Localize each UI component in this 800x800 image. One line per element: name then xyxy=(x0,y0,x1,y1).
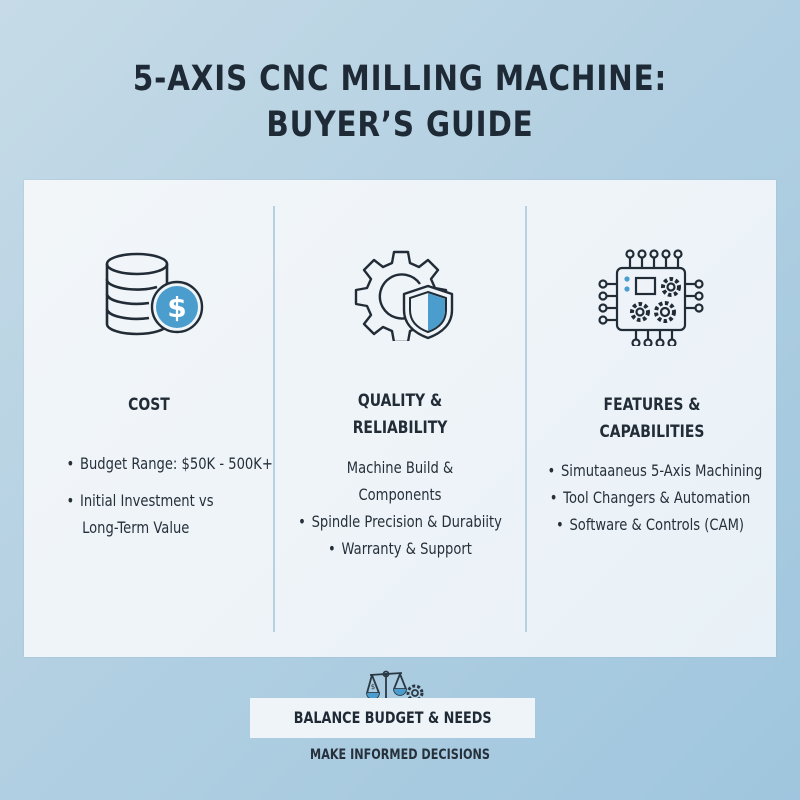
cost-heading: COST xyxy=(128,395,170,415)
column-divider xyxy=(273,206,275,632)
coin-stack-dollar-icon: $ xyxy=(99,246,209,346)
quality-heading-line-2: RELIABILITY xyxy=(352,418,448,438)
circuit-chip-gears-icon xyxy=(592,246,712,351)
guide-card: $ COST Budget Range: $50K - 500K+ Initia… xyxy=(24,180,776,657)
gear-shield-icon xyxy=(350,246,460,346)
balance-banner: BALANCE BUDGET & NEEDS xyxy=(250,698,535,738)
column-divider xyxy=(525,206,527,632)
balance-banner-text: BALANCE BUDGET & NEEDS xyxy=(293,708,492,727)
list-item: Spindle Precision & Durabiity xyxy=(298,508,503,535)
cost-list: Budget Range: $50K - 500K+ Initial Inves… xyxy=(67,450,273,541)
page-title: 5-AXIS CNC MILLING MACHINE: BUYER’S GUID… xyxy=(64,56,736,148)
features-list: Simutaaneus 5-Axis Machining Tool Change… xyxy=(548,457,762,538)
list-item: Software & Controls (CAM) xyxy=(548,511,753,538)
features-heading: FEATURES & CAPABILITIES xyxy=(599,395,705,442)
list-item: Initial Investment vs xyxy=(67,487,272,514)
title-line-2: BUYER’S GUIDE xyxy=(266,105,534,145)
quality-heading-line-1: QUALITY & xyxy=(357,391,443,411)
svg-text:$: $ xyxy=(167,291,186,324)
features-column: FEATURES & CAPABILITIES Simutaaneus 5-Ax… xyxy=(527,180,777,657)
list-item: Components xyxy=(358,485,442,504)
svg-text:$: $ xyxy=(371,683,375,691)
quality-list: Machine Build & Components Spindle Preci… xyxy=(298,454,503,562)
list-item: Machine Build & xyxy=(346,458,454,477)
cost-column: $ COST Budget Range: $50K - 500K+ Initia… xyxy=(24,180,274,657)
list-item: Long-Term Value xyxy=(82,518,190,537)
list-item: Budget Range: $50K - 500K+ xyxy=(67,450,273,477)
subtitle: MAKE INFORMED DECISIONS xyxy=(310,747,490,763)
quality-column: QUALITY & RELIABILITY Machine Build & Co… xyxy=(275,180,525,657)
title-line-1: 5-AXIS CNC MILLING MACHINE: xyxy=(132,59,668,99)
list-item: Warranty & Support xyxy=(298,535,503,562)
list-item: Tool Changers & Automation xyxy=(548,484,753,511)
quality-heading: QUALITY & RELIABILITY xyxy=(298,388,503,442)
list-item: Simutaaneus 5-Axis Machining xyxy=(548,457,762,484)
